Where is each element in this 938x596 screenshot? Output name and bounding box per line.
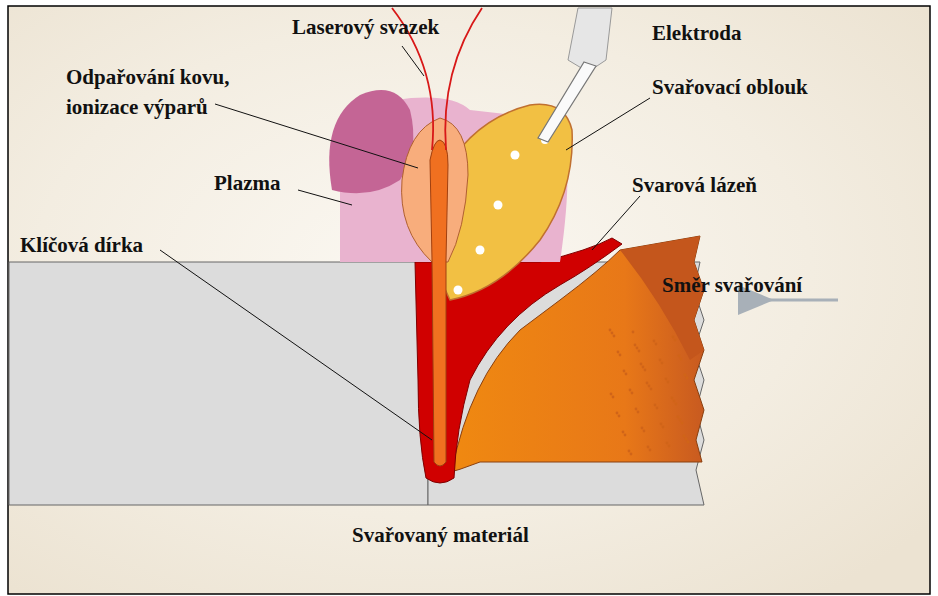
bead-surface: [620, 236, 704, 360]
direction-label: Směr svařování: [662, 270, 802, 300]
arc-label: Svařovací oblouk: [652, 72, 808, 102]
beam-label: Laserový svazek: [292, 12, 439, 42]
direction-arrow: [768, 299, 838, 302]
bead-texture: [609, 329, 690, 456]
vapour-label: Odpařování kovu, ionizace výparů: [66, 62, 266, 122]
base-material: [9, 262, 428, 505]
keyhole: [430, 140, 448, 466]
arc-droplets: [454, 136, 550, 295]
leader-lines: [160, 46, 650, 440]
keyhole-label: Klíčová dírka: [20, 230, 143, 260]
material-label: Svařovaný materiál: [352, 520, 529, 550]
plasma-dark: [329, 90, 413, 193]
frame: [8, 6, 930, 594]
plasma-label: Plazma: [214, 168, 280, 198]
pool-label: Svarová lázeň: [632, 170, 757, 200]
electrode: [538, 8, 612, 142]
electrode-label: Elektroda: [652, 18, 741, 48]
